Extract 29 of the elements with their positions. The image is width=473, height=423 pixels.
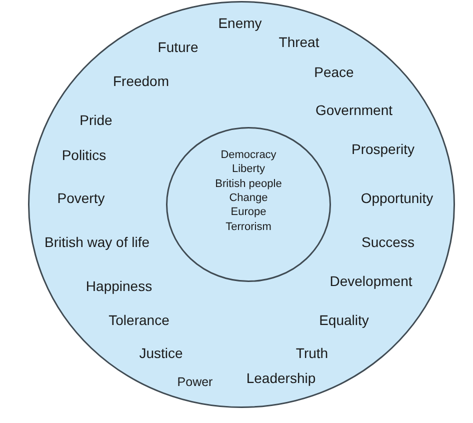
keyword-text: Tolerance — [108, 312, 170, 328]
keyword-text: Equality — [319, 312, 369, 328]
keyword-text: Leadership — [246, 370, 316, 386]
keyword-text: Development — [330, 272, 412, 290]
keyword-text: Peace — [314, 64, 354, 80]
outer-circle — [28, 1, 455, 408]
keyword-text: Success — [362, 234, 414, 250]
keyword-text: Politics — [62, 146, 106, 164]
keyword-text: Power — [177, 374, 213, 390]
keyword-text: Pride — [80, 112, 112, 128]
keyword-text: Poverty — [57, 190, 105, 206]
keyword-text: Europe — [230, 205, 266, 220]
keyword-text: Happiness — [86, 278, 152, 294]
keyword-text: Future — [158, 38, 198, 56]
keyword-text: Truth — [296, 344, 328, 362]
keyword-text: Enemy — [218, 14, 262, 32]
keyword-text: British people — [215, 176, 282, 192]
inner-circle — [166, 127, 331, 282]
keyword-text: Democracy — [220, 148, 276, 162]
keyword-text: British way of life — [44, 234, 150, 250]
keyword-text: Prosperity — [351, 140, 415, 158]
keyword-text: Terrorism — [226, 220, 272, 234]
keyword-text: Threat — [278, 34, 320, 50]
keyword-text: Liberty — [232, 162, 266, 177]
keyword-text: Opportunity — [360, 190, 434, 206]
keyword-text: Change — [229, 191, 268, 206]
keyword-text: Government — [315, 102, 393, 118]
keyword-text: Justice — [139, 344, 183, 362]
keyword-text: Freedom — [112, 72, 170, 90]
